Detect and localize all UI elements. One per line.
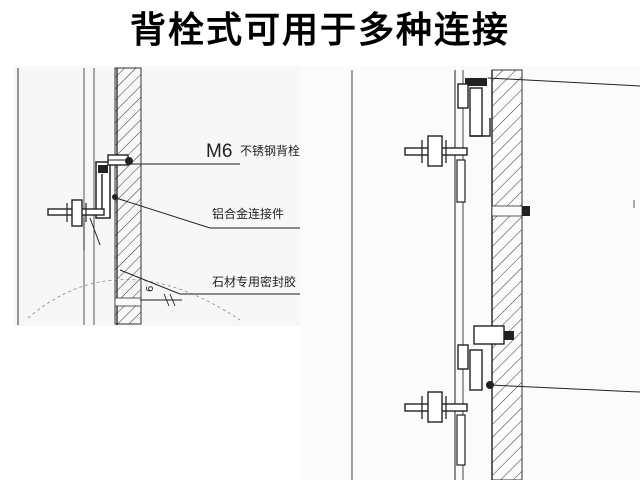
support-angle xyxy=(47,199,105,250)
slide-title: 背栓式可用于多种连接 xyxy=(129,10,510,51)
gap-dimension xyxy=(140,293,182,307)
sealant-leader xyxy=(119,269,300,295)
connector-label: 铝合金连接件 xyxy=(212,206,284,221)
right-detail-drawing xyxy=(300,66,640,480)
top-connector xyxy=(457,77,640,137)
lower-connector xyxy=(457,325,640,393)
left-paper xyxy=(14,66,314,326)
top-support-angle xyxy=(404,135,468,203)
joint-seal-right xyxy=(522,206,530,216)
bolt-label: 不锈钢背栓 xyxy=(240,143,300,158)
stone-joint-right xyxy=(491,205,523,217)
stone-joint xyxy=(114,297,142,307)
left-detail-drawing: M6 不锈钢背栓 铝合金连接件 石材专用密封胶 6 xyxy=(14,66,314,326)
gap-dimension-label: 6 xyxy=(145,286,156,292)
sealant-label: 石材专用密封胶 xyxy=(212,274,296,289)
back-bolt xyxy=(107,154,133,166)
rotation-arc xyxy=(27,279,241,321)
connector-leader xyxy=(115,197,300,229)
lower-support-angle xyxy=(404,391,468,466)
aluminium-connector xyxy=(95,161,118,219)
stone-panel-hatch-right xyxy=(491,69,523,480)
bolt-size-label: M6 xyxy=(206,141,232,162)
stone-panel-hatch xyxy=(114,67,142,325)
